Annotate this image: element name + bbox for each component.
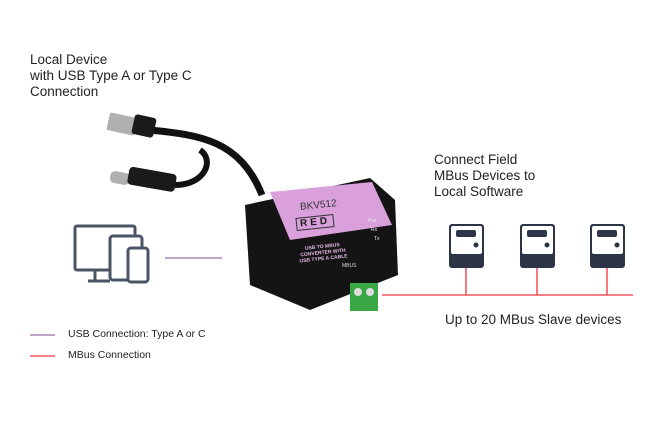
device-mbus-label: MBUS: [342, 263, 357, 269]
device-led-rx: Rx: [371, 227, 378, 233]
legend-mbus-label: MBus Connection: [68, 349, 151, 361]
local-devices-icon: [73, 224, 150, 284]
label-line: Local Software: [434, 184, 524, 199]
legend-usb-label: USB Connection: Type A or C: [68, 328, 206, 340]
usb-type-a-cable: [106, 112, 266, 197]
label-line: Local Device: [30, 52, 108, 67]
converter-device: [245, 178, 398, 311]
device-led-pwr: Pwr: [368, 218, 377, 224]
label-line: with USB Type A or Type C: [30, 68, 192, 83]
label-line: MBus Devices to: [434, 168, 536, 183]
label-line: Connect Field: [434, 152, 518, 167]
mbus-network: [382, 268, 633, 296]
usb-type-c-cable: [109, 147, 210, 192]
device-led-tx: Tx: [374, 236, 380, 242]
slave-devices-label: Up to 20 MBus Slave devices: [445, 312, 622, 327]
field-devices-label: Connect Field MBus Devices to Local Soft…: [434, 152, 535, 200]
mbus-meter-icon: [449, 224, 484, 268]
local-device-label: Local Device with USB Type A or Type C C…: [30, 52, 192, 100]
label-line: Connection: [30, 84, 99, 99]
mbus-meter-icon: [520, 224, 555, 268]
mbus-meter-icon: [590, 224, 625, 268]
